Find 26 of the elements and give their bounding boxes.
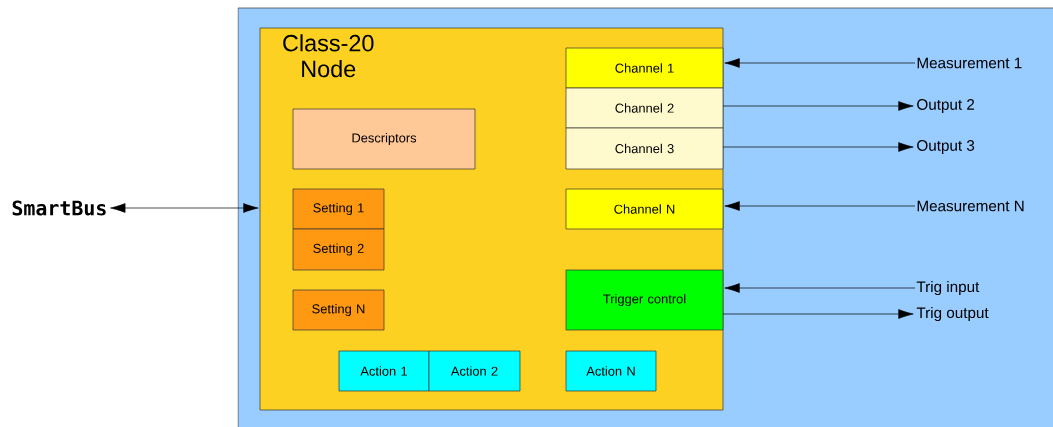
arrow xyxy=(722,309,914,319)
channel-box: Channel 1 xyxy=(565,47,724,89)
signal-label: Trig output xyxy=(916,306,989,322)
trigger-box: Trigger control xyxy=(565,269,724,331)
arrow xyxy=(110,203,259,213)
setting-box: Setting 1 xyxy=(292,188,385,230)
channel-box: Channel N xyxy=(565,188,724,230)
signal-label: Output 2 xyxy=(917,99,975,113)
signal-label: Measurement 1 xyxy=(917,57,1022,69)
signal-label: Trig input xyxy=(916,280,980,296)
descriptor-box: Descriptors xyxy=(292,108,476,170)
signal-label: Output 3 xyxy=(917,140,975,154)
channel-box: Channel 2 xyxy=(565,87,724,129)
channel-box: Channel 3 xyxy=(565,127,724,170)
action-box: Action 2 xyxy=(428,350,521,392)
arrow xyxy=(722,142,914,152)
arrow xyxy=(724,283,916,293)
bus-label: SmartBus xyxy=(12,200,106,216)
arrow xyxy=(722,101,914,111)
action-box: Action 1 xyxy=(338,350,430,392)
arrow xyxy=(724,201,916,211)
setting-box: Setting N xyxy=(292,289,385,331)
arrow xyxy=(724,58,916,68)
setting-box: Setting 2 xyxy=(292,228,385,271)
signal-label: Measurement N xyxy=(917,200,1024,212)
action-box: Action N xyxy=(565,350,657,392)
